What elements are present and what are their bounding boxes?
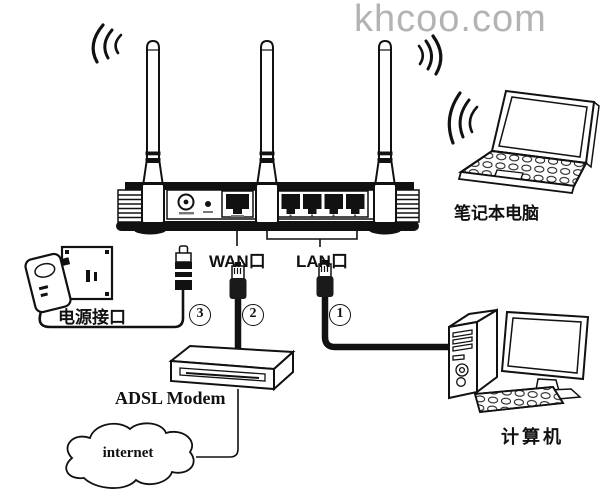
wifi-waves-right-icon: [417, 34, 443, 76]
antenna-mount-left: [141, 183, 165, 224]
modem-internet-line: [196, 389, 239, 458]
laptop-icon: [457, 89, 600, 194]
power-interface-label: 电源接口: [58, 308, 126, 327]
power-connection: [24, 245, 192, 329]
antenna-left-icon: [141, 39, 165, 187]
laptop-label: 笔记本电脑: [454, 204, 539, 223]
adsl-modem-icon: [168, 344, 296, 392]
desktop-keyboard: [473, 386, 565, 413]
power-adapter-icon: [24, 252, 72, 314]
lan-cable-connector-icon: [316, 260, 334, 297]
wifi-waves-left-icon: [91, 23, 123, 64]
reset-button-icon: [203, 201, 213, 213]
lan-cable: [321, 295, 455, 351]
callout-1-lan: 1: [329, 304, 351, 326]
lan-ports-icon: [276, 190, 369, 218]
adsl-modem-label: ADSL Modem: [115, 388, 226, 408]
laptop-wifi-waves-icon: [447, 91, 479, 145]
internet-label: internet: [102, 445, 154, 461]
wan-port-label: WAN口: [209, 252, 266, 271]
lan-bracket: [266, 231, 358, 240]
callout-3-power: 3: [189, 304, 211, 326]
router-antennas: [141, 39, 397, 187]
antenna-right-icon: [373, 39, 397, 187]
power-jack-icon: [177, 193, 195, 215]
monitor-screen: [507, 317, 582, 374]
tower-side: [476, 308, 498, 394]
internet-cloud-icon: [65, 422, 195, 489]
router-illustration: [116, 182, 420, 247]
desktop-computer-icon: [448, 308, 590, 413]
computer-label: 计算机: [501, 427, 564, 447]
dc-plug-icon: [175, 245, 192, 290]
antenna-middle-icon: [255, 39, 279, 187]
antenna-mount-middle: [255, 183, 279, 224]
callout-2-wan: 2: [242, 304, 264, 326]
wan-port-icon: [221, 190, 254, 218]
wall-outlet-icon: [60, 245, 114, 301]
wan-cable-connector-icon: [229, 262, 247, 299]
lan-port-label: LAN口: [296, 252, 348, 271]
antenna-mount-right: [373, 183, 397, 224]
watermark: khcoo.com: [354, 0, 547, 40]
